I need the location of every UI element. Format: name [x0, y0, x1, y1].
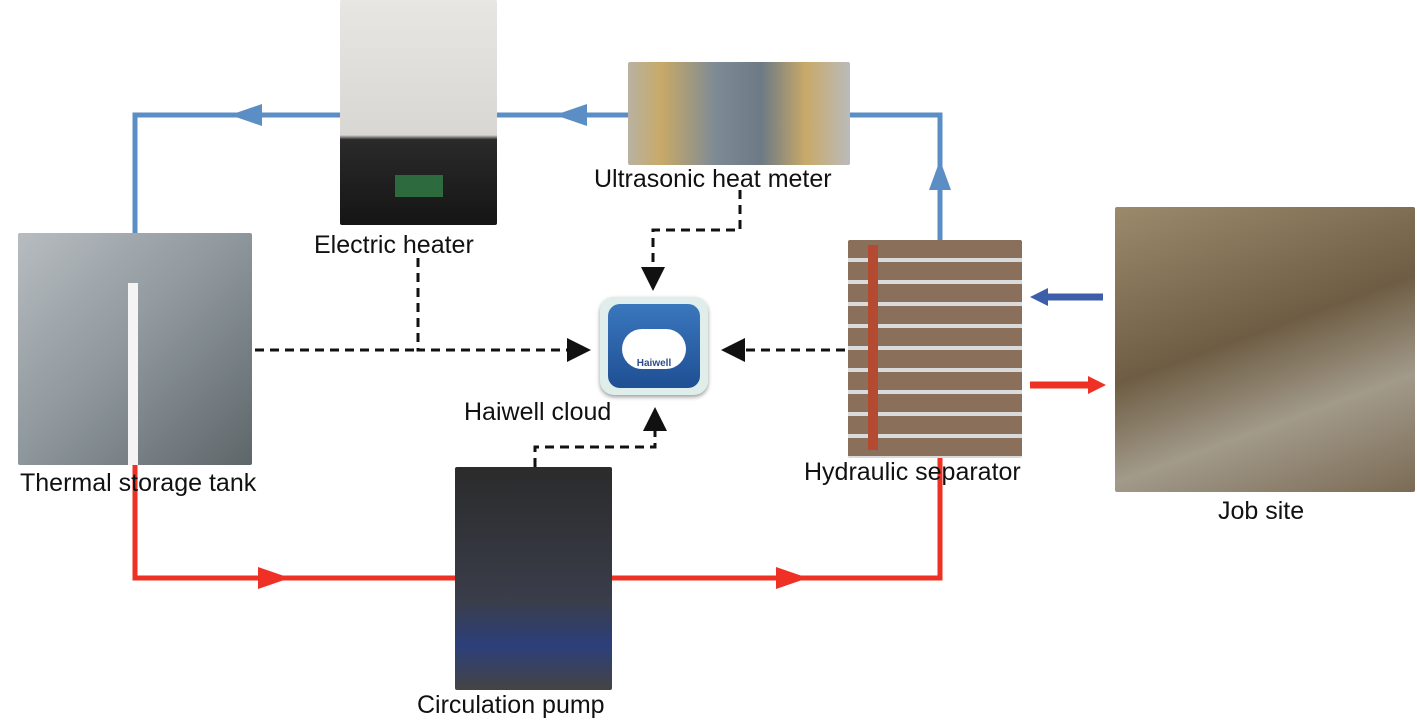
supply-arrow-right-2 — [776, 567, 808, 589]
haiwell-cloud-icon: Haiwell — [600, 297, 708, 395]
heat-meter-label: Ultrasonic heat meter — [594, 165, 832, 193]
job-site-label: Job site — [1218, 497, 1305, 525]
heat-meter-photo — [628, 62, 850, 165]
pump-label: Circulation pump — [417, 691, 605, 719]
job-site-photo — [1115, 207, 1415, 492]
signal-pump — [533, 407, 667, 467]
return-arrow-left-1 — [230, 104, 262, 126]
signal-heater — [416, 258, 591, 362]
thermal-storage-tank-photo — [18, 233, 252, 465]
return-arrow-left-2 — [555, 104, 587, 126]
supply-arrow-right-1 — [258, 567, 290, 589]
circulation-pump-photo — [455, 467, 612, 690]
jobsite-supply-arrowhead — [1088, 376, 1106, 394]
electric-heater-label: Electric heater — [314, 231, 474, 259]
hydraulic-separator-photo — [848, 240, 1022, 458]
separator-label: Hydraulic separator — [804, 458, 1021, 486]
signal-heat-meter — [641, 190, 742, 291]
return-arrow-up — [929, 160, 951, 190]
cloud-logo-text: Haiwell — [636, 358, 672, 369]
jobsite-return-arrowhead — [1030, 288, 1048, 306]
cloud-label: Haiwell cloud — [464, 398, 612, 426]
tank-label: Thermal storage tank — [20, 469, 257, 497]
electric-heater-photo — [340, 0, 497, 225]
